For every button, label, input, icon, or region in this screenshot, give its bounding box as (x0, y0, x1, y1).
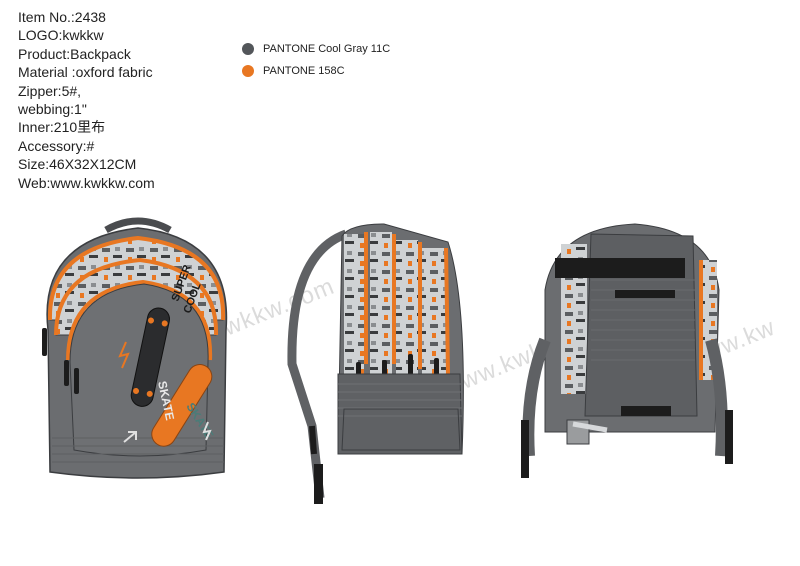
spec-list: Item No.:2438 LOGO:kwkkw Product:Backpac… (18, 8, 155, 192)
arrow-icon (123, 431, 137, 443)
spec-webbing: webbing:1" (18, 101, 87, 118)
swatch-dot (242, 65, 254, 77)
spec-zipper: Zipper:5#, (18, 82, 82, 99)
spec-inner: Inner:210里布 (18, 119, 106, 136)
swatch-label: PANTONE Cool Gray 11C (263, 43, 391, 55)
swatch-dot (242, 43, 254, 55)
spec-accessory: Accessory:# (18, 137, 95, 154)
spec-product: Product:Backpack (18, 45, 131, 62)
spec-web: Web:www.kwkkw.com (18, 174, 155, 191)
lightning-icon (202, 421, 212, 441)
spec-size: Size:46X32X12CM (18, 156, 137, 173)
swatch-label: PANTONE 158C (263, 65, 345, 77)
spec-item-no: Item No.:2438 (18, 9, 106, 25)
lightning-icon (118, 341, 130, 369)
swatch-cool-gray: PANTONE Cool Gray 11C (242, 38, 390, 60)
swatch-orange: PANTONE 158C (242, 60, 390, 82)
color-palette: PANTONE Cool Gray 11C PANTONE 158C (242, 38, 390, 82)
backpack-back-view (521, 223, 733, 478)
spec-material: Material :oxford fabric (18, 64, 153, 81)
backpack-side-view (287, 223, 464, 504)
backpack-front-view: SUPER COOL SKATE SKATE (42, 217, 228, 479)
spec-logo: LOGO:kwkkw (18, 27, 104, 44)
